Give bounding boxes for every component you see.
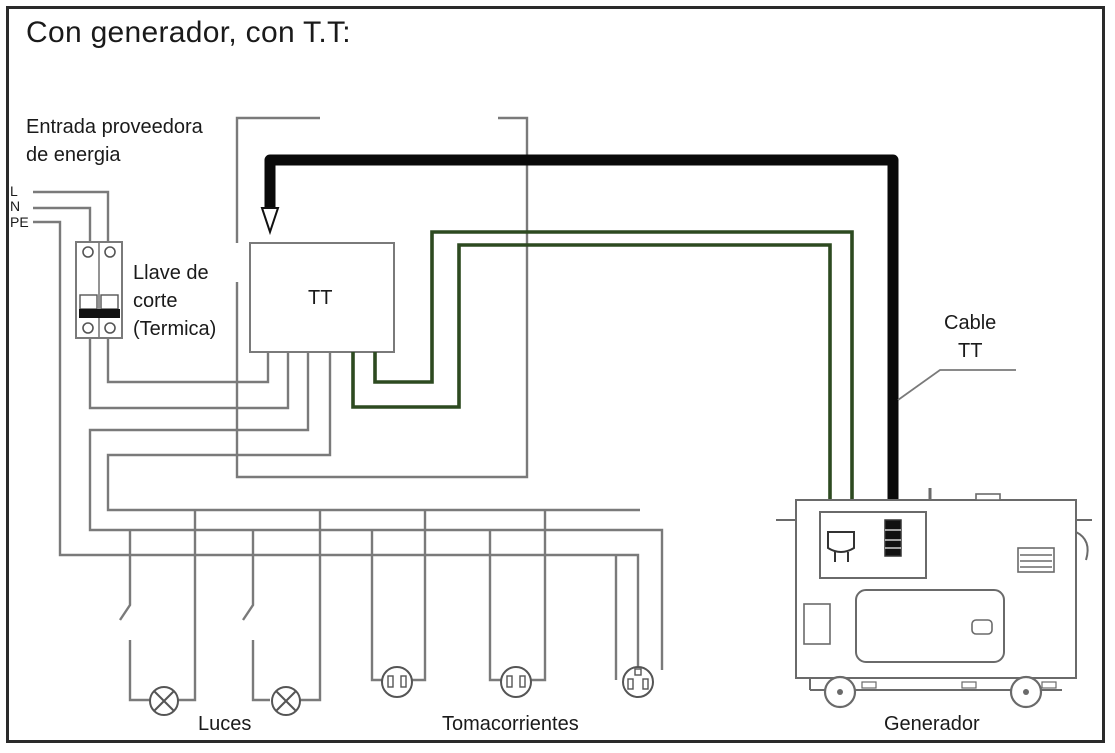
tt-output-wires [88,352,664,670]
generator [776,488,1092,709]
llave-label-line1: Llave de [133,262,209,284]
cable-tt-label-line1: Cable [944,312,997,334]
llave-label-line2: corte [133,290,178,312]
cable-tt-leader [897,369,1016,401]
llave-label-line3: (Termica) [133,318,217,340]
cable-tt-label-line2: TT [958,340,983,362]
generador-label: Generador [884,713,980,735]
luces-label: Luces [198,713,252,735]
outlet-3 [622,666,654,698]
entrada-bracket [235,116,529,479]
diagram-title: Con generador, con T.T: [26,16,351,49]
breaker [75,241,123,339]
incoming-lines [33,190,640,670]
green-cable [351,230,854,530]
outlet-1 [381,666,413,698]
entrada-label-line2: de energia [26,144,121,166]
tt-plug [884,519,902,557]
tomacorrientes-label: Tomacorrientes [442,713,579,735]
tt-box-label: TT [308,287,333,309]
phase-pe-label: PE [10,214,29,230]
breaker-to-tt-wires [88,338,290,410]
lamp-2 [271,686,301,716]
lamp-1 [149,686,179,716]
phase-n-label: N [10,198,21,214]
phase-l-label: L [10,183,18,199]
outlet-2 [500,666,532,698]
entrada-label-line1: Entrada proveedora [26,116,203,138]
tt-box [249,242,395,353]
load-drops [119,510,618,702]
green-plug [827,531,855,562]
tt-cable [260,154,899,520]
